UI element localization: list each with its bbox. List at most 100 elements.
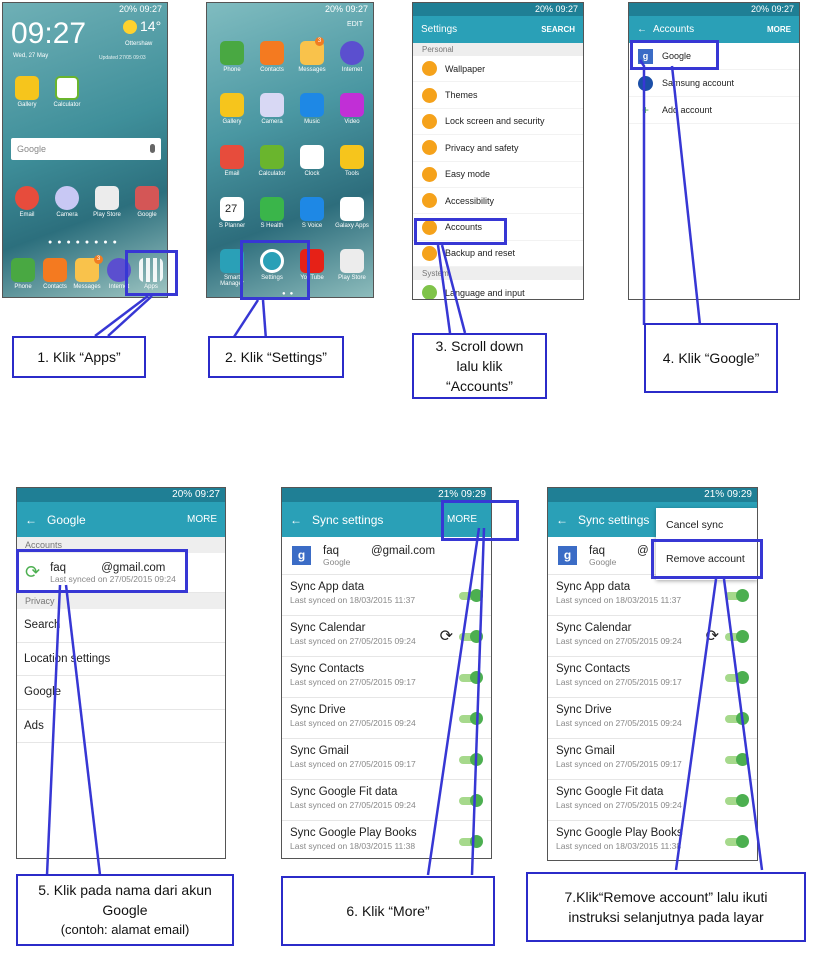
dock-phone[interactable]: Phone	[3, 258, 43, 290]
settings-item-lock-screen[interactable]: Lock screen and security	[413, 109, 583, 136]
page-indicator: ●●●●●●●●	[48, 239, 122, 246]
app-s-planner[interactable]: S Planner	[212, 197, 252, 229]
settings-item-accounts[interactable]: Accounts	[413, 214, 583, 241]
app-s-voice[interactable]: S Voice	[292, 197, 332, 229]
sync-toggle[interactable]	[725, 794, 749, 807]
google-search-bar[interactable]: Google	[11, 138, 161, 160]
dock-contacts[interactable]: Contacts	[35, 258, 75, 290]
contacts-icon	[43, 258, 67, 282]
app-contacts[interactable]: Contacts	[252, 41, 292, 73]
remove-account-item[interactable]: Remove account	[666, 553, 745, 565]
app-clock[interactable]: Clock	[292, 145, 332, 177]
add-account[interactable]: +Add account	[629, 97, 799, 124]
youtube-icon	[300, 249, 324, 273]
sync-toggle[interactable]	[725, 835, 749, 848]
settings-item-backup[interactable]: Backup and reset	[413, 241, 583, 268]
app-bar: Settings SEARCH	[413, 16, 583, 43]
settings-item-easy-mode[interactable]: Easy mode	[413, 162, 583, 188]
contacts-icon	[260, 41, 284, 65]
sync-toggle[interactable]	[725, 589, 749, 602]
more-button[interactable]: MORE	[767, 25, 791, 34]
connector-4b	[670, 65, 702, 326]
edit-button[interactable]: EDIT	[347, 21, 363, 28]
play-store-icon	[340, 249, 364, 273]
screen-title: Settings	[421, 24, 458, 35]
settings-item-wallpaper[interactable]: Wallpaper	[413, 56, 583, 83]
more-button[interactable]: MORE	[447, 514, 477, 525]
s-voice-icon	[300, 197, 324, 221]
sync-row-sub: Last synced on 18/03/2015 11:38	[556, 841, 682, 851]
mic-icon[interactable]	[150, 144, 155, 153]
sync-toggle[interactable]	[725, 630, 749, 643]
app-gallery[interactable]: Gallery	[7, 76, 47, 108]
google-folder-icon	[135, 186, 159, 210]
app-email[interactable]: Email	[212, 145, 252, 177]
dock-apps[interactable]: Apps	[131, 258, 167, 290]
app-phone[interactable]: Phone	[212, 41, 252, 73]
video-icon	[340, 93, 364, 117]
google-item-2[interactable]: Google	[17, 676, 225, 710]
app-camera[interactable]: Camera	[252, 93, 292, 125]
sync-row-sub: Last synced on 27/05/2015 09:17	[290, 759, 416, 769]
sync-toggle[interactable]	[725, 753, 749, 766]
connector-4a	[638, 59, 646, 325]
app-internet[interactable]: Internet	[332, 41, 372, 73]
account-samsung[interactable]: Samsung account	[629, 70, 799, 97]
google-g-icon: g	[638, 48, 653, 64]
settings-item-language[interactable]: Language and input	[413, 280, 583, 299]
settings-item-accessibility[interactable]: Accessibility	[413, 188, 583, 215]
back-icon[interactable]: ←	[637, 24, 647, 35]
connector-2	[230, 299, 260, 341]
app-settings[interactable]: Settings	[252, 249, 292, 281]
app-google-folder[interactable]: Google	[127, 186, 167, 218]
back-icon[interactable]: ←	[25, 512, 37, 527]
app-youtube[interactable]: YouTube	[292, 249, 332, 281]
connector-3b	[440, 244, 467, 334]
app-galaxy-apps[interactable]: Galaxy Apps	[332, 197, 372, 229]
app-calculator[interactable]: Calculator	[252, 145, 292, 177]
app-play-store[interactable]: Play Store	[87, 186, 127, 218]
app-video[interactable]: Video	[332, 93, 372, 125]
phone-icon	[11, 258, 35, 282]
themes-icon	[422, 87, 437, 103]
app-s-health[interactable]: S Health	[252, 197, 292, 229]
callout-step-1: 1. Klik “Apps”	[12, 336, 146, 378]
app-email[interactable]: Email	[7, 186, 47, 218]
app-calculator[interactable]: Calculator	[47, 76, 87, 108]
connector-2b	[261, 299, 268, 341]
google-item-1[interactable]: Location settings	[17, 643, 225, 676]
back-icon[interactable]: ←	[556, 512, 568, 527]
account-sub: Last synced on 27/05/2015 09:24	[50, 573, 176, 584]
sync-row-sub: Last synced on 27/05/2015 09:17	[290, 677, 416, 687]
app-tools[interactable]: Tools	[332, 145, 372, 177]
music-icon	[300, 93, 324, 117]
app-gallery[interactable]: Gallery	[212, 93, 252, 125]
back-icon[interactable]: ←	[290, 512, 302, 527]
sync-row-sub: Last synced on 27/05/2015 09:24	[556, 636, 682, 646]
easy-mode-icon	[422, 166, 437, 182]
settings-item-privacy[interactable]: Privacy and safety	[413, 135, 583, 162]
sync-row-sub: Last synced on 27/05/2015 09:24	[290, 718, 416, 728]
more-button[interactable]: MORE	[187, 514, 217, 525]
google-item-0[interactable]: Search	[17, 609, 225, 643]
cancel-sync-item[interactable]: Cancel sync	[666, 519, 724, 531]
app-camera[interactable]: Camera	[47, 186, 87, 218]
app-play-store[interactable]: Play Store	[332, 249, 372, 281]
settings-item-themes[interactable]: Themes	[413, 82, 583, 109]
search-button[interactable]: SEARCH	[541, 25, 575, 34]
google-item-3[interactable]: Ads	[17, 710, 225, 743]
s-health-icon	[260, 197, 284, 221]
connector-1	[94, 295, 149, 337]
app-music[interactable]: Music	[292, 93, 332, 125]
